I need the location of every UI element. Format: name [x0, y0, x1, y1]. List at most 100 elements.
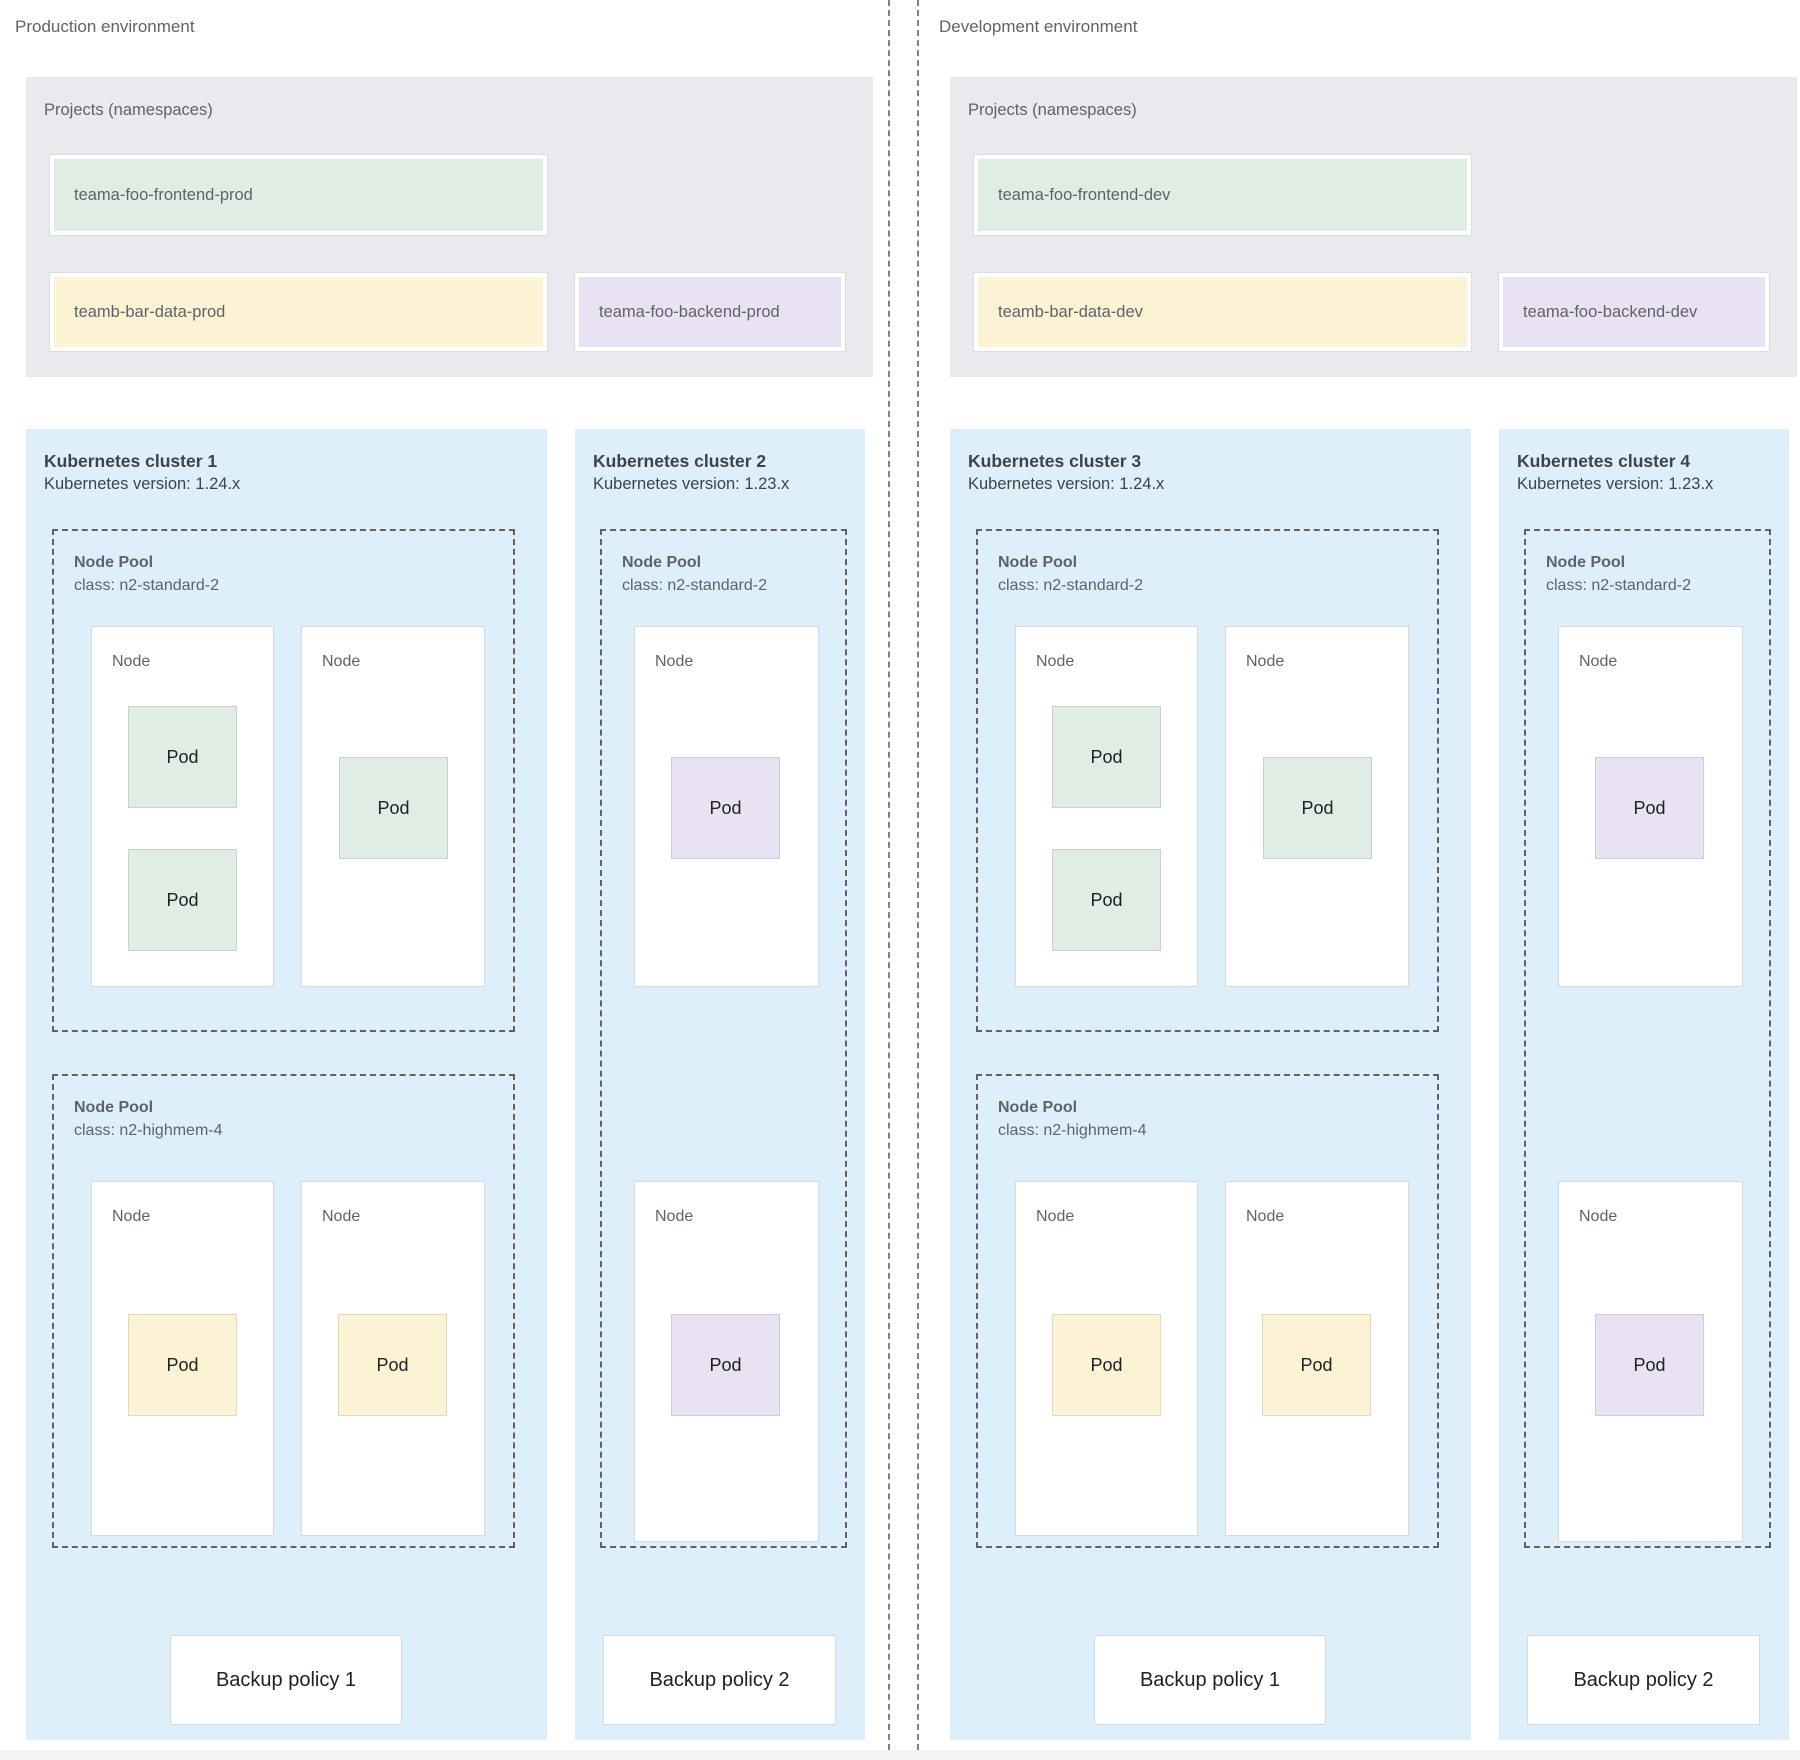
- namespace-label: teama-foo-frontend-dev: [998, 185, 1171, 204]
- cluster-2-title: Kubernetes cluster 2: [593, 451, 767, 471]
- cluster-2-version: Kubernetes version: 1.23.x: [593, 475, 790, 493]
- node-pool-name: Node Pool: [74, 1099, 154, 1116]
- node-label: Node: [1036, 1208, 1075, 1225]
- node-pool-name: Node Pool: [622, 554, 702, 571]
- node-box: Node Pod: [634, 626, 819, 987]
- node-box: Node Pod: [91, 1181, 274, 1536]
- node-box: Node Pod: [301, 1181, 485, 1536]
- node-label: Node: [1579, 653, 1618, 670]
- cluster-1-node-pool-highmem: Node Pool class: n2-highmem-4 Node Pod N…: [52, 1074, 515, 1548]
- namespace-label: teamb-bar-data-prod: [74, 302, 226, 321]
- kubernetes-cluster-4-box: Kubernetes cluster 4 Kubernetes version:…: [1499, 429, 1789, 1740]
- namespace-teama-foo-frontend-dev: teama-foo-frontend-dev: [973, 154, 1472, 236]
- pod-box: Pod: [1263, 757, 1372, 859]
- node-box: Node Pod: [634, 1181, 819, 1542]
- node-label: Node: [322, 653, 361, 670]
- node-box: Node Pod: [1558, 626, 1743, 987]
- node-label: Node: [1246, 1208, 1285, 1225]
- cluster-4-title: Kubernetes cluster 4: [1517, 451, 1691, 471]
- node-box: Node Pod Pod: [91, 626, 274, 987]
- node-pool-class: class: n2-standard-2: [1546, 577, 1691, 594]
- production-environment-section: Production environment Projects (namespa…: [0, 0, 876, 1760]
- node-pool-label: Node Pool class: n2-standard-2: [622, 551, 767, 597]
- pod-box: Pod: [128, 849, 237, 951]
- node-box: Node Pod: [301, 626, 485, 987]
- backup-policy-1-box: Backup policy 1: [170, 1635, 402, 1725]
- node-box: Node Pod: [1225, 626, 1409, 987]
- node-pool-class: class: n2-standard-2: [74, 577, 219, 594]
- kubernetes-cluster-1-box: Kubernetes cluster 1 Kubernetes version:…: [26, 429, 547, 1740]
- namespace-teama-foo-frontend-prod: teama-foo-frontend-prod: [49, 154, 548, 236]
- node-pool-label: Node Pool class: n2-highmem-4: [74, 1096, 223, 1142]
- node-label: Node: [1036, 653, 1075, 670]
- pod-box: Pod: [1262, 1314, 1371, 1416]
- node-pool-class: class: n2-highmem-4: [74, 1122, 223, 1139]
- cluster-3-version: Kubernetes version: 1.24.x: [968, 475, 1165, 493]
- node-label: Node: [655, 1208, 694, 1225]
- namespace-label: teamb-bar-data-dev: [998, 302, 1143, 321]
- environment-divider-line: [888, 0, 890, 1760]
- pod-box: Pod: [339, 757, 448, 859]
- node-box: Node Pod: [1558, 1181, 1743, 1542]
- namespace-label: teama-foo-frontend-prod: [74, 185, 253, 204]
- backup-policy-2-box: Backup policy 2: [603, 1635, 836, 1725]
- node-box: Node Pod: [1015, 1181, 1198, 1536]
- cluster-3-node-pool-standard: Node Pool class: n2-standard-2 Node Pod …: [976, 529, 1439, 1032]
- node-pool-label: Node Pool class: n2-standard-2: [998, 551, 1143, 597]
- namespace-teamb-bar-data-dev: teamb-bar-data-dev: [973, 272, 1472, 352]
- dev-projects-namespaces-box: Projects (namespaces) teama-foo-frontend…: [950, 77, 1797, 377]
- node-pool-label: Node Pool class: n2-standard-2: [1546, 551, 1691, 597]
- namespace-teama-foo-backend-prod: teama-foo-backend-prod: [574, 272, 846, 352]
- namespace-label: teama-foo-backend-prod: [599, 302, 780, 321]
- prod-projects-namespaces-box: Projects (namespaces) teama-foo-frontend…: [26, 77, 873, 377]
- cluster-2-node-pool: Node Pool class: n2-standard-2 Node Pod …: [600, 529, 847, 1548]
- pod-box: Pod: [338, 1314, 447, 1416]
- cluster-4-version: Kubernetes version: 1.23.x: [1517, 475, 1714, 493]
- node-pool-class: class: n2-highmem-4: [998, 1122, 1147, 1139]
- node-pool-label: Node Pool class: n2-highmem-4: [998, 1096, 1147, 1142]
- prod-projects-label: Projects (namespaces): [44, 101, 213, 119]
- cluster-1-node-pool-standard: Node Pool class: n2-standard-2 Node Pod …: [52, 529, 515, 1032]
- pod-box: Pod: [1052, 849, 1161, 951]
- cluster-3-title: Kubernetes cluster 3: [968, 451, 1142, 471]
- pod-box: Pod: [1052, 706, 1161, 808]
- bottom-edge-strip: [0, 1750, 1800, 1760]
- namespace-teama-foo-backend-dev: teama-foo-backend-dev: [1498, 272, 1770, 352]
- cluster-1-title: Kubernetes cluster 1: [44, 451, 218, 471]
- node-label: Node: [655, 653, 694, 670]
- pod-box: Pod: [1595, 1314, 1704, 1416]
- development-environment-label: Development environment: [939, 17, 1138, 36]
- node-label: Node: [1579, 1208, 1618, 1225]
- cluster-4-node-pool: Node Pool class: n2-standard-2 Node Pod …: [1524, 529, 1771, 1548]
- node-box: Node Pod: [1225, 1181, 1409, 1536]
- node-pool-class: class: n2-standard-2: [998, 577, 1143, 594]
- namespace-label: teama-foo-backend-dev: [1523, 302, 1698, 321]
- pod-box: Pod: [671, 1314, 780, 1416]
- node-pool-name: Node Pool: [1546, 554, 1626, 571]
- node-pool-label: Node Pool class: n2-standard-2: [74, 551, 219, 597]
- kubernetes-cluster-2-box: Kubernetes cluster 2 Kubernetes version:…: [575, 429, 865, 1740]
- development-environment-section: Development environment Projects (namesp…: [924, 0, 1800, 1760]
- node-pool-class: class: n2-standard-2: [622, 577, 767, 594]
- node-label: Node: [112, 653, 151, 670]
- dev-projects-label: Projects (namespaces): [968, 101, 1137, 119]
- backup-policy-2-box: Backup policy 2: [1527, 1635, 1760, 1725]
- node-label: Node: [322, 1208, 361, 1225]
- pod-box: Pod: [1595, 757, 1704, 859]
- node-pool-name: Node Pool: [74, 554, 154, 571]
- pod-box: Pod: [1052, 1314, 1161, 1416]
- production-environment-label: Production environment: [15, 17, 195, 36]
- cluster-1-version: Kubernetes version: 1.24.x: [44, 475, 241, 493]
- backup-policy-1-box: Backup policy 1: [1094, 1635, 1326, 1725]
- namespace-teamb-bar-data-prod: teamb-bar-data-prod: [49, 272, 548, 352]
- environment-divider-line: [917, 0, 919, 1760]
- pod-box: Pod: [671, 757, 780, 859]
- node-pool-name: Node Pool: [998, 554, 1078, 571]
- pod-box: Pod: [128, 706, 237, 808]
- node-label: Node: [112, 1208, 151, 1225]
- node-box: Node Pod Pod: [1015, 626, 1198, 987]
- node-pool-name: Node Pool: [998, 1099, 1078, 1116]
- kubernetes-cluster-3-box: Kubernetes cluster 3 Kubernetes version:…: [950, 429, 1471, 1740]
- pod-box: Pod: [128, 1314, 237, 1416]
